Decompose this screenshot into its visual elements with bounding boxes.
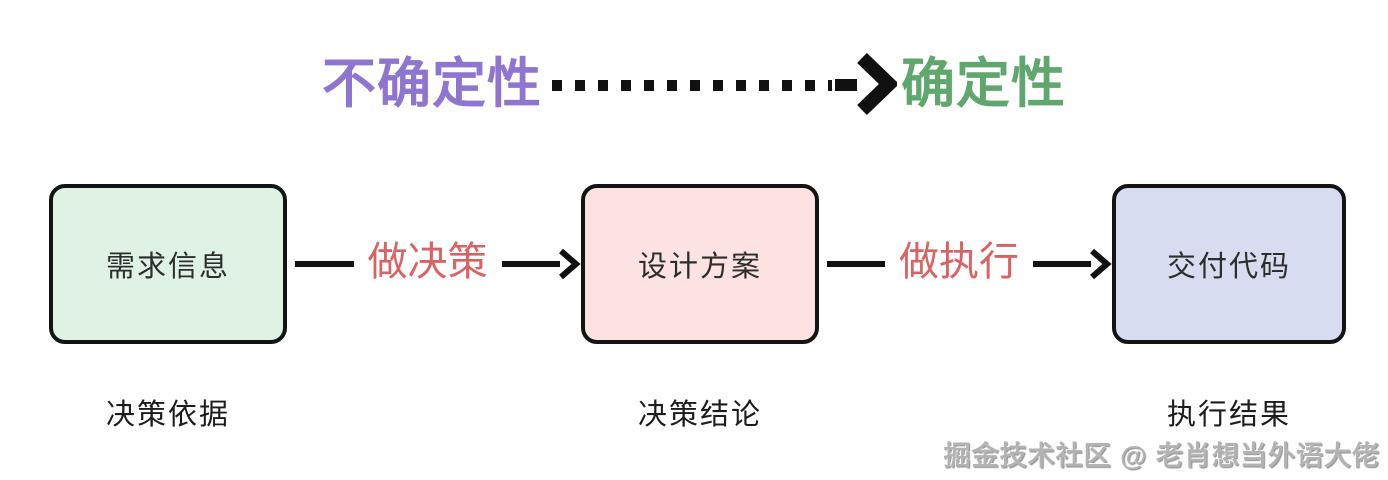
certainty-axis: 不确定性 确定性 [322, 50, 1066, 118]
arrow-line [295, 261, 354, 267]
connector-label: 做决策 [367, 240, 488, 284]
dotted-arrow-line [552, 79, 832, 91]
watermark: 掘金技术社区 @ 老肖想当外语大佬 [943, 441, 1380, 471]
arrow-head-icon [1090, 248, 1112, 280]
arrow-line [1033, 261, 1091, 267]
uncertainty-label: 不确定性 [322, 54, 542, 114]
arrow-head-icon [857, 52, 897, 116]
node-label: 交付代码 [1166, 251, 1291, 283]
arrow-line [501, 261, 560, 267]
node-requirement-info: 需求信息 [49, 184, 287, 344]
certainty-label: 确定性 [901, 54, 1066, 114]
connector-do-execution: 做执行 [819, 184, 1112, 344]
node-design-plan: 设计方案 [581, 184, 819, 344]
connector-make-decision: 做决策 [287, 184, 581, 344]
arrow-head-icon [559, 248, 581, 280]
arrow-line [827, 261, 885, 267]
node-label: 需求信息 [105, 251, 230, 283]
sublabel-decision-conclusion: 决策结论 [637, 399, 762, 431]
arrow-dash [835, 79, 857, 91]
node-label: 设计方案 [637, 251, 762, 283]
connector-label: 做执行 [899, 240, 1019, 284]
sublabel-decision-basis: 决策依据 [105, 399, 230, 431]
sublabel-execution-result: 执行结果 [1166, 399, 1291, 431]
node-deliver-code: 交付代码 [1112, 184, 1346, 344]
